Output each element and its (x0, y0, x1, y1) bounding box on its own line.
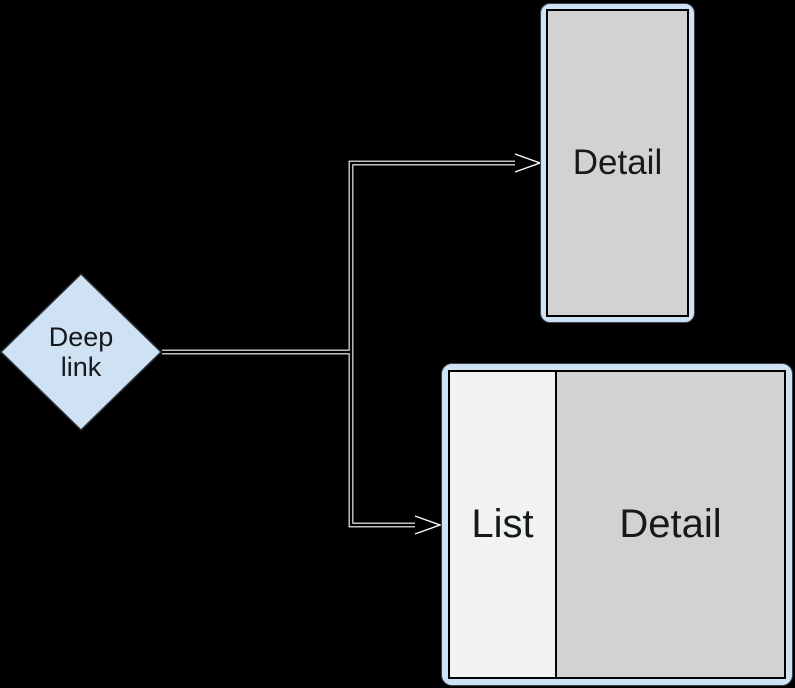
phone-detail-label: Detail (572, 143, 663, 182)
phone-detail-pane: Detail (548, 11, 687, 315)
tablet-frame: List Detail (441, 363, 793, 686)
arrowhead-to-list-detail-icon (414, 515, 443, 535)
tablet-detail-pane: Detail (555, 372, 784, 677)
phone-screen: Detail (546, 9, 689, 317)
arrowhead-to-detail-icon (514, 153, 543, 173)
tablet-list-pane: List (450, 372, 555, 677)
tablet-screen: List Detail (448, 370, 786, 679)
tablet-list-label: List (471, 502, 534, 546)
decision-node-label: Deep link (48, 321, 114, 382)
tablet-detail-label: Detail (619, 502, 722, 546)
phone-frame: Detail (540, 3, 695, 323)
